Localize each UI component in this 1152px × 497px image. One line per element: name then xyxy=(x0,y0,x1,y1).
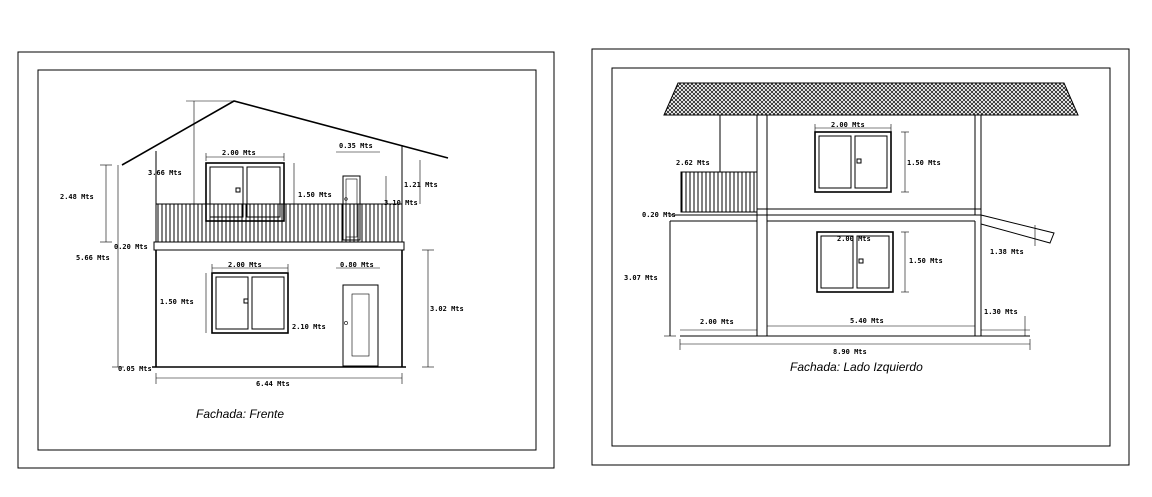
front-roof xyxy=(121,100,449,204)
dim-side-right-span: 1.30 Mts xyxy=(984,308,1018,316)
side-roof xyxy=(663,82,1079,116)
dim-front-upper-window-height: 1.50 Mts xyxy=(298,191,332,199)
dim-side-left-span: 2.00 Mts xyxy=(700,318,734,326)
side-dimension-lines xyxy=(664,124,1036,350)
dim-side-balcony-height: 2.62 Mts xyxy=(676,159,710,167)
side-caption: Fachada: Lado Izquierdo xyxy=(790,360,923,374)
dim-front-slab: 0.20 Mts xyxy=(114,243,148,251)
side-balcony-railing xyxy=(680,171,758,213)
dim-front-total-width: 6.44 Mts xyxy=(256,380,290,388)
dim-front-left-upper-height: 2.48 Mts xyxy=(60,193,94,201)
dim-side-canopy: 1.38 Mts xyxy=(990,248,1024,256)
dim-front-gable-height: 3.66 Mts xyxy=(148,169,182,177)
side-canopy xyxy=(980,214,1055,244)
dim-front-lower-window-height: 1.50 Mts xyxy=(160,298,194,306)
dim-front-lower-window-width: 2.00 Mts xyxy=(228,261,262,269)
front-ground-floor xyxy=(152,250,406,368)
dim-side-upper-window-height: 1.50 Mts xyxy=(907,159,941,167)
side-lower-window xyxy=(816,231,894,293)
front-slab xyxy=(153,241,405,251)
dim-front-base: 0.05 Mts xyxy=(118,365,152,373)
sheet-inner-border xyxy=(37,69,537,451)
dim-front-lower-door-width: 0.80 Mts xyxy=(340,261,374,269)
dim-front-lower-right-height: 3.02 Mts xyxy=(430,305,464,313)
front-elevation-sheet: 2.00 Mts 0.35 Mts 3.66 Mts 2.48 Mts 1.50… xyxy=(17,51,555,469)
dim-front-right-upper-height: 1.21 Mts xyxy=(404,181,438,189)
dim-side-upper-window-width: 2.00 Mts xyxy=(831,121,865,129)
side-upper-window xyxy=(814,131,892,193)
sheet-outer-border xyxy=(17,51,555,469)
dim-side-total-width: 8.90 Mts xyxy=(833,348,867,356)
dim-side-lower-window-height: 1.50 Mts xyxy=(909,257,943,265)
front-balcony-railing xyxy=(155,203,403,243)
sheet-outer-border xyxy=(591,48,1130,466)
dim-front-lower-window-sill: 2.10 Mts xyxy=(292,323,326,331)
dim-front-balcony-right: 3.10 Mts xyxy=(384,199,418,207)
dim-side-mid-span: 5.40 Mts xyxy=(850,317,884,325)
dim-front-upper-window-width: 2.00 Mts xyxy=(222,149,256,157)
front-dimension-lines xyxy=(100,100,434,384)
dim-front-upper-door-width: 0.35 Mts xyxy=(339,142,373,150)
side-structure xyxy=(669,115,1030,337)
front-lower-window xyxy=(211,272,289,334)
front-lower-door xyxy=(342,284,379,367)
side-elevation-sheet: 2.00 Mts 1.50 Mts 2.62 Mts 0.20 Mts 2.00… xyxy=(591,48,1130,466)
sheet-inner-border xyxy=(611,67,1111,447)
front-caption: Fachada: Frente xyxy=(196,407,284,421)
dim-side-lower-window-width: 2.00 Mts xyxy=(837,235,871,243)
dim-front-total-height: 5.66 Mts xyxy=(76,254,110,262)
dim-side-lower-height: 3.07 Mts xyxy=(624,274,658,282)
dim-side-slab: 0.20 Mts xyxy=(642,211,676,219)
